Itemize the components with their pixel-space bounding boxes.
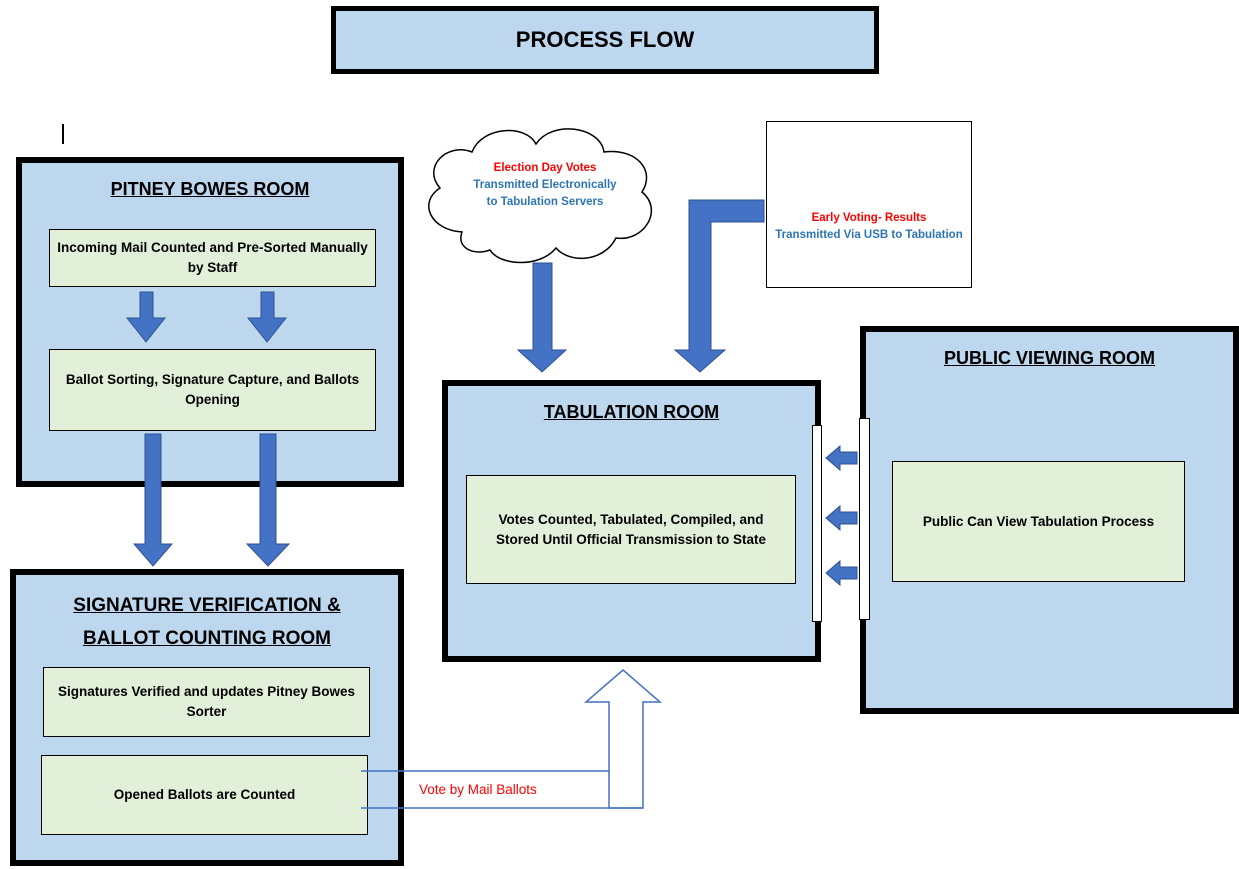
up-arrow-hollow (583, 669, 663, 809)
down-arrow-cloud (516, 262, 568, 373)
down-arrow-to-sv-left (132, 433, 174, 567)
step-signatures-verified: Signatures Verified and updates Pitney B… (43, 667, 370, 737)
usb-caption-blue: Transmitted Via USB to Tabulation (775, 229, 963, 241)
left-arrow-3 (825, 559, 858, 587)
down-arrow-pb-right (246, 291, 288, 343)
cloud-caption-blue: Transmitted Electronically to Tabulation… (473, 179, 617, 208)
elbow-arrow-usb (673, 199, 765, 373)
tabulation-room-title: TABULATION ROOM (543, 402, 720, 422)
step-public-view: Public Can View Tabulation Process (892, 461, 1185, 582)
down-arrow-pb-left (125, 291, 167, 343)
text-cursor (62, 124, 64, 144)
usb-caption: Early Voting- Results Transmitted Via US… (775, 210, 963, 244)
page-title: PROCESS FLOW (515, 27, 695, 52)
pitney-bowes-room: PITNEY BOWES ROOM Incoming Mail Counted … (16, 157, 404, 487)
step-votes-tabulated: Votes Counted, Tabulated, Compiled, and … (466, 475, 796, 584)
public-viewing-room-title: PUBLIC VIEWING ROOM (944, 348, 1155, 368)
step-mail-presort: Incoming Mail Counted and Pre-Sorted Man… (49, 229, 376, 287)
cloud-caption: Election Day Votes Transmitted Electroni… (470, 160, 620, 211)
cloud-shape (428, 128, 653, 264)
signature-room-title-line1: SIGNATURE VERIFICATION & (73, 595, 341, 616)
tabulation-room: TABULATION ROOM Votes Counted, Tabulated… (442, 380, 821, 662)
cloud-caption-red: Election Day Votes (493, 162, 597, 174)
left-arrow-2 (825, 504, 858, 532)
pitney-bowes-room-title: PITNEY BOWES ROOM (110, 179, 310, 199)
signature-verification-room: SIGNATURE VERIFICATION & BALLOT COUNTING… (10, 569, 404, 866)
left-arrow-1 (825, 444, 858, 472)
vote-by-mail-label: Vote by Mail Ballots (419, 782, 537, 797)
title-box: PROCESS FLOW (331, 6, 879, 74)
down-arrow-to-sv-right (245, 433, 291, 567)
signature-room-title: SIGNATURE VERIFICATION & BALLOT COUNTING… (16, 589, 398, 655)
usb-transfer-box: Early Voting- Results Transmitted Via US… (766, 121, 972, 288)
signature-room-title-line2: BALLOT COUNTING ROOM (82, 628, 332, 649)
step-ballot-sorting: Ballot Sorting, Signature Capture, and B… (49, 349, 376, 431)
step-ballots-counted: Opened Ballots are Counted (41, 755, 368, 835)
window-divider-left (812, 425, 822, 622)
usb-caption-red: Early Voting- Results (811, 212, 927, 224)
window-divider-right (859, 418, 870, 620)
